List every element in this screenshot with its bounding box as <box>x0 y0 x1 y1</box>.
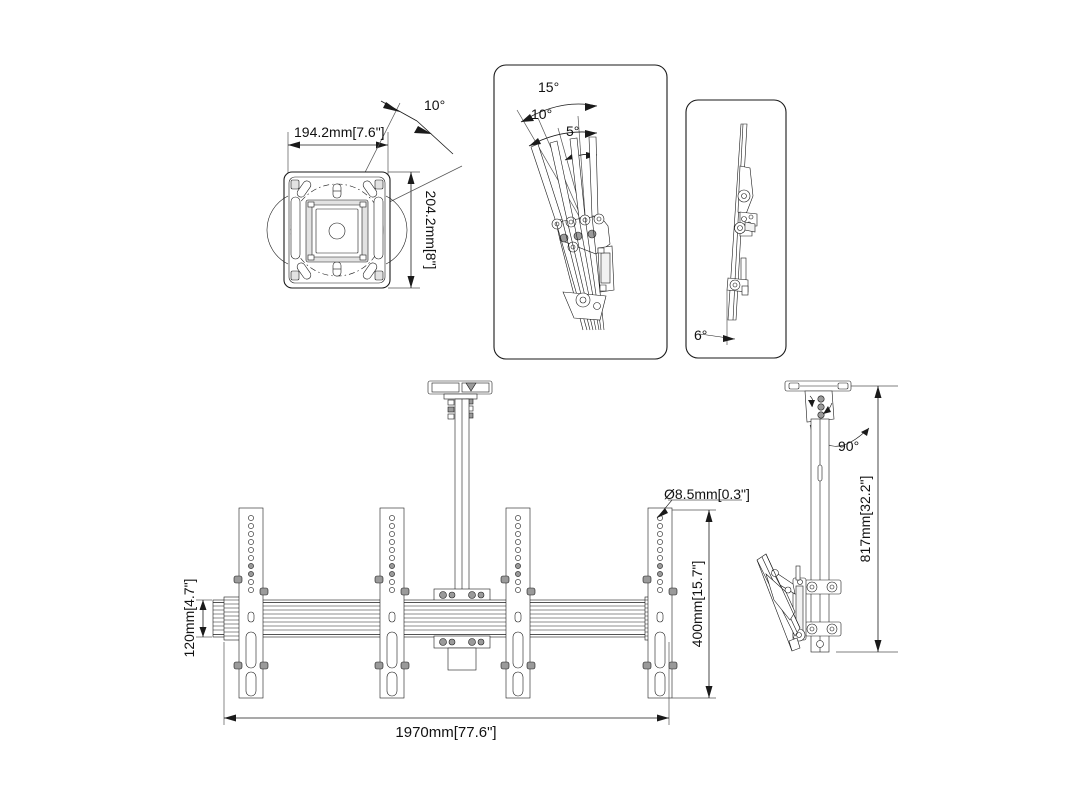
drop-height-dimension: 817mm[32.2"] <box>857 476 873 563</box>
display-rail <box>642 507 678 699</box>
column-top-fasteners <box>447 398 474 420</box>
top-plate-rotation-angle: 10° <box>424 97 445 113</box>
tilt-angle-5: 5° <box>566 123 579 139</box>
overall-width-dimension: 1970mm[77.6"] <box>395 724 496 741</box>
front-elevation-assembly: Ø8.5mm[0.3"] 400mm[15.7"] 120mm[4.7"] 19… <box>181 380 750 741</box>
side-tilt-angle-6: 6° <box>694 327 707 343</box>
tilt-angle-10: 10° <box>531 106 552 122</box>
side-elevation-assembly: 90° <box>756 380 898 653</box>
hole-diameter-callout: Ø8.5mm[0.3"] <box>664 486 750 502</box>
top-plate-width-dimension: 194.2mm[7.6"] <box>294 124 385 140</box>
tilt-angle-15: 15° <box>538 79 559 95</box>
side-tilt-detail-view: 6° <box>685 99 787 359</box>
display-rail <box>500 507 536 699</box>
ceiling-plate-top-view: 194.2mm[7.6"] 204.2mm[8"] 10° <box>266 97 463 289</box>
top-plate-height-dimension: 204.2mm[8"] <box>423 191 439 270</box>
horizontal-beam <box>212 599 669 638</box>
side-swivel-angle-90: 90° <box>838 438 859 454</box>
plate-mounting-slots <box>296 180 378 280</box>
tilt-range-detail-view: 15° 10° 5° <box>493 64 668 360</box>
rail-height-dimension: 120mm[4.7"] <box>181 579 197 658</box>
tilt-pivot-bolts <box>551 213 605 253</box>
display-rail <box>233 507 269 699</box>
tilt-arms <box>530 136 599 223</box>
bracket-height-dimension: 400mm[15.7"] <box>689 561 705 648</box>
display-rail <box>374 507 410 699</box>
